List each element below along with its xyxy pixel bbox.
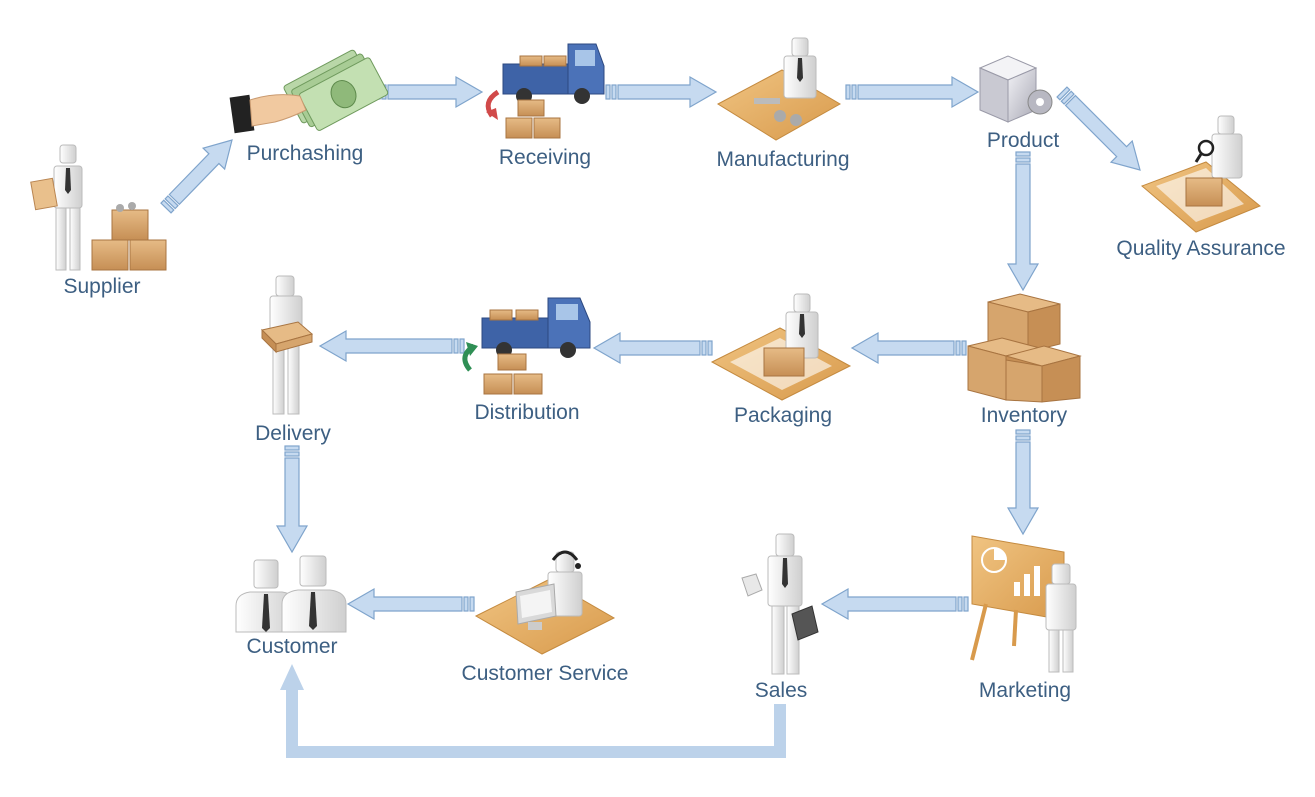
connector-marketing-to-sales: [820, 587, 969, 621]
node-customer-service: Customer Service: [462, 550, 629, 685]
node-label-inventory: Inventory: [981, 404, 1068, 427]
connector-distribution-to-delivery: [318, 329, 465, 363]
node-label-marketing: Marketing: [979, 679, 1071, 702]
connector-customer-service-to-customer: [346, 587, 475, 621]
node-supplier: Supplier: [30, 144, 167, 298]
salesman-with-briefcase-icon: [741, 533, 819, 675]
connector-manufacturing-to-product: [845, 75, 980, 109]
node-inventory: Inventory: [967, 293, 1082, 427]
distribution-truck-icon: [462, 297, 591, 395]
connector-inventory-to-marketing: [1006, 429, 1040, 536]
connector-delivery-to-customer: [275, 445, 309, 554]
product-cube-with-gear-icon: [978, 55, 1053, 123]
node-label-quality-assurance: Quality Assurance: [1116, 237, 1285, 260]
node-label-supplier: Supplier: [63, 275, 140, 298]
node-product: Product: [978, 55, 1060, 152]
worker-at-workbench-icon: [716, 37, 842, 141]
node-label-customer-service: Customer Service: [462, 662, 629, 685]
delivery-truck-with-boxes-icon: [485, 43, 605, 139]
node-distribution: Distribution: [462, 297, 591, 424]
connector-product-to-inventory: [1006, 151, 1040, 292]
stacked-boxes-icon: [967, 293, 1082, 403]
connector-supplier-to-purchasing: [160, 139, 233, 214]
agent-with-headset-icon: [474, 550, 616, 655]
node-label-receiving: Receiving: [499, 146, 591, 169]
supplier-person-with-boxes-icon: [30, 144, 167, 271]
connector-packaging-to-distribution: [592, 331, 713, 365]
connector-inventory-to-packaging: [850, 331, 967, 365]
node-label-purchasing: Purchashing: [247, 142, 364, 165]
node-receiving: Receiving: [485, 43, 605, 169]
node-delivery: Delivery: [255, 275, 331, 445]
worker-packing-box-icon: [710, 293, 852, 401]
node-label-distribution: Distribution: [474, 401, 579, 424]
connector-arrows: [160, 75, 1141, 621]
node-label-packaging: Packaging: [734, 404, 832, 427]
node-label-delivery: Delivery: [255, 422, 331, 445]
node-label-sales: Sales: [755, 679, 808, 702]
node-manufacturing: Manufacturing: [716, 37, 850, 171]
node-label-product: Product: [987, 129, 1060, 152]
customer-group-icon: [235, 555, 347, 633]
inspector-with-magnifier-icon: [1141, 115, 1261, 233]
node-purchasing: Purchashing: [229, 49, 389, 165]
node-marketing: Marketing: [970, 535, 1077, 702]
node-packaging: Packaging: [710, 293, 852, 427]
connector-sales-to-customer-arrowhead: [280, 664, 304, 690]
node-sales: Sales: [741, 533, 819, 702]
node-quality-assurance: Quality Assurance: [1116, 115, 1286, 260]
person-carrying-box-icon: [261, 275, 314, 415]
node-customer: Customer: [235, 555, 347, 658]
connector-product-to-quality-assurance: [1056, 86, 1141, 171]
node-label-manufacturing: Manufacturing: [716, 148, 849, 171]
presenter-with-chart-board-icon: [970, 535, 1077, 673]
node-label-customer: Customer: [246, 635, 337, 658]
connector-sales-to-customer: [286, 688, 786, 758]
connector-receiving-to-manufacturing: [605, 75, 718, 109]
hand-with-cash-icon: [229, 49, 389, 134]
connector-purchasing-to-receiving: [375, 75, 484, 109]
